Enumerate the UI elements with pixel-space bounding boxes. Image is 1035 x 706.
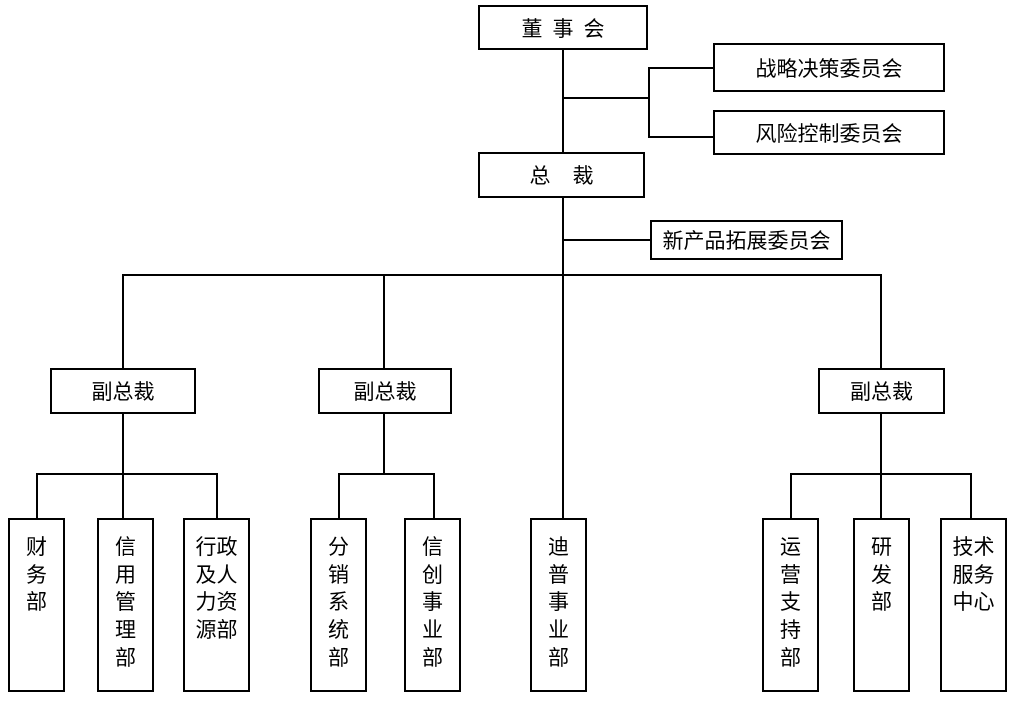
- node-dept-dptech[interactable]: 迪 普 事 业 部: [530, 518, 587, 692]
- connector-to-distribution: [338, 473, 340, 519]
- connector-to-admin-hr: [216, 473, 218, 519]
- connector-president-trunk: [562, 198, 564, 520]
- node-board[interactable]: 董事会: [478, 5, 648, 50]
- node-dept-distribution[interactable]: 分 销 系 统 部: [310, 518, 367, 692]
- connector-vp-right-drop: [880, 414, 882, 474]
- node-dept-credit[interactable]: 信 用 管 理 部: [97, 518, 154, 692]
- node-vp-left[interactable]: 副总裁: [50, 368, 196, 414]
- connector-vp-mid-drop: [383, 414, 385, 474]
- connector-to-credit: [122, 473, 124, 519]
- dept-label-rnd: 研 发 部: [871, 535, 892, 615]
- connector-to-finance: [36, 473, 38, 519]
- dept-label-xinchuang: 信 创 事 业 部: [422, 535, 443, 670]
- connector-to-operations: [790, 473, 792, 519]
- node-dept-rnd[interactable]: 研 发 部: [853, 518, 910, 692]
- node-dept-techservice[interactable]: 技术 服务 中心: [940, 518, 1007, 692]
- node-risk-committee[interactable]: 风险控制委员会: [713, 110, 945, 155]
- connector-bus-to-vp-mid: [383, 274, 385, 368]
- node-vp-mid[interactable]: 副总裁: [318, 368, 452, 414]
- connector-board-to-president: [562, 50, 564, 152]
- connector-main-bus: [124, 274, 882, 276]
- node-dept-operations[interactable]: 运 营 支 持 部: [762, 518, 819, 692]
- dept-label-finance: 财 务 部: [26, 535, 47, 615]
- connector-vp-left-drop: [122, 414, 124, 474]
- node-vp-right[interactable]: 副总裁: [818, 368, 945, 414]
- connector-to-newproduct-committee: [562, 239, 652, 241]
- connector-vp-mid-bus: [338, 473, 435, 475]
- dept-label-operations: 运 营 支 持 部: [780, 535, 801, 670]
- node-dept-xinchuang[interactable]: 信 创 事 业 部: [404, 518, 461, 692]
- dept-label-distribution: 分 销 系 统 部: [328, 535, 349, 670]
- connector-to-techservice: [970, 473, 972, 519]
- connector-bus-to-vp-left: [122, 274, 124, 368]
- dept-label-admin-hr: 行政 及人 力资 源部: [195, 535, 238, 643]
- connector-to-strategy-committee: [648, 67, 714, 69]
- node-newproduct-committee[interactable]: 新产品拓展委员会: [650, 220, 843, 260]
- node-dept-admin-hr[interactable]: 行政 及人 力资 源部: [183, 518, 250, 692]
- connector-to-rnd: [880, 473, 882, 519]
- connector-to-risk-committee: [648, 136, 714, 138]
- node-strategy-committee[interactable]: 战略决策委员会: [713, 43, 945, 92]
- connector-committee-bracket: [648, 67, 650, 138]
- connector-vp-left-bus: [36, 473, 218, 475]
- dept-label-dptech: 迪 普 事 业 部: [548, 535, 569, 670]
- connector-trunk-to-committee-bracket: [562, 97, 650, 99]
- node-president[interactable]: 总裁: [478, 152, 645, 198]
- connector-bus-to-vp-right: [880, 274, 882, 368]
- connector-to-xinchuang: [433, 473, 435, 519]
- node-dept-finance[interactable]: 财 务 部: [8, 518, 65, 692]
- dept-label-techservice: 技术 服务 中心: [952, 535, 995, 615]
- dept-label-credit: 信 用 管 理 部: [115, 535, 136, 670]
